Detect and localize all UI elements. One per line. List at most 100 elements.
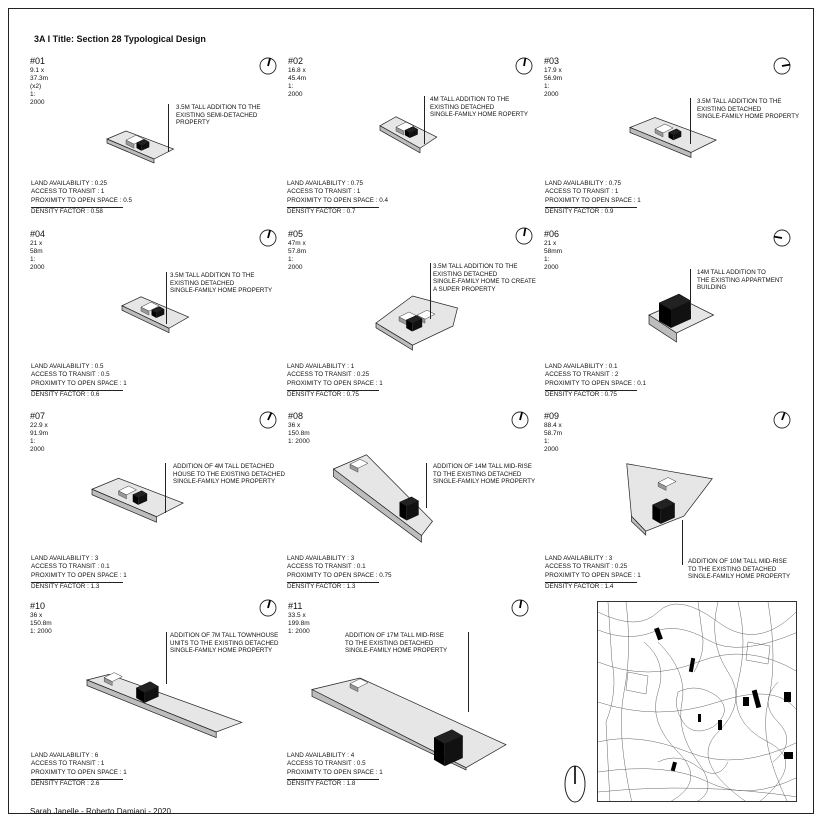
access-to-transit: ACCESS TO TRANSIT : 2: [545, 371, 619, 379]
compass-icon: [259, 599, 277, 617]
annotation-leader: [682, 520, 683, 565]
density-metrics: LAND AVAILABILITY : 3 ACCESS TO TRANSIT …: [31, 555, 127, 592]
access-to-transit: ACCESS TO TRANSIT : 0.5: [31, 371, 110, 379]
isometric-site-model: [106, 130, 175, 164]
density-factor: DENSITY FACTOR : 0.58: [31, 208, 103, 216]
proximity-to-open-space: PROXIMITY TO OPEN SPACE : 1: [31, 571, 127, 579]
annotation-leader: [426, 463, 427, 508]
metrics-rule: [31, 390, 123, 392]
metrics-rule: [31, 779, 123, 781]
density-metrics: LAND AVAILABILITY : 4 ACCESS TO TRANSIT …: [287, 752, 383, 789]
isometric-site-model: [648, 293, 715, 343]
panel-id: #03: [544, 56, 560, 66]
density-factor: DENSITY FACTOR : 0.9: [545, 208, 614, 216]
annotation-leader: [430, 263, 431, 319]
annotation-leader: [166, 272, 167, 324]
access-to-transit: ACCESS TO TRANSIT : 1: [31, 760, 105, 768]
proximity-to-open-space: PROXIMITY TO OPEN SPACE : 1: [545, 571, 641, 579]
density-metrics: LAND AVAILABILITY : 0.25 ACCESS TO TRANS…: [31, 180, 132, 217]
density-factor: DENSITY FACTOR : 0.7: [287, 208, 356, 216]
compass-icon: [515, 227, 533, 245]
land-availability: LAND AVAILABILITY : 0.25: [31, 180, 107, 187]
land-availability: LAND AVAILABILITY : 3: [31, 555, 99, 562]
proximity-to-open-space: PROXIMITY TO OPEN SPACE : 0.5: [31, 196, 133, 204]
compass-icon: [259, 57, 277, 75]
metrics-rule: [545, 390, 637, 392]
land-availability: LAND AVAILABILITY : 0.75: [287, 180, 363, 187]
annotation-leader: [468, 632, 469, 712]
panel-id: #10: [30, 601, 46, 611]
panel-id: #11: [288, 601, 303, 611]
density-factor: DENSITY FACTOR : 0.6: [31, 391, 100, 399]
density-factor: DENSITY FACTOR : 1.3: [31, 583, 100, 591]
panel-id: #01: [30, 56, 46, 66]
isometric-site-model: [85, 672, 243, 739]
land-availability: LAND AVAILABILITY : 0.5: [31, 363, 104, 370]
density-factor: DENSITY FACTOR : 2.6: [31, 780, 100, 788]
compass-icon: [259, 411, 277, 429]
access-to-transit: ACCESS TO TRANSIT : 0.1: [31, 563, 110, 571]
land-availability: LAND AVAILABILITY : 6: [31, 752, 99, 759]
isometric-site-model: [91, 477, 184, 523]
panel-dimensions: 9.1 x 37.3m (x2)1: 2000: [30, 67, 49, 106]
panel-id: #09: [544, 411, 560, 421]
density-metrics: LAND AVAILABILITY : 0.75 ACCESS TO TRANS…: [545, 180, 641, 217]
access-to-transit: ACCESS TO TRANSIT : 1: [545, 188, 619, 196]
density-metrics: LAND AVAILABILITY : 6 ACCESS TO TRANSIT …: [31, 752, 127, 789]
compass-icon: [773, 229, 791, 247]
metrics-rule: [287, 779, 379, 781]
metrics-rule: [545, 582, 637, 584]
metrics-rule: [545, 207, 637, 209]
access-to-transit: ACCESS TO TRANSIT : 0.5: [287, 760, 366, 768]
context-map-drawing: [598, 602, 796, 801]
compass-icon: [511, 411, 529, 429]
access-to-transit: ACCESS TO TRANSIT : 0.1: [287, 563, 366, 571]
density-factor: DENSITY FACTOR : 1.3: [287, 583, 356, 591]
proximity-to-open-space: PROXIMITY TO OPEN SPACE : 1: [31, 379, 127, 387]
land-availability: LAND AVAILABILITY : 4: [287, 752, 355, 759]
proximity-to-open-space: PROXIMITY TO OPEN SPACE : 1: [287, 379, 383, 387]
proximity-to-open-space: PROXIMITY TO OPEN SPACE : 0.75: [287, 571, 392, 579]
compass-icon: [515, 57, 533, 75]
sheet-frame: [8, 8, 814, 814]
panel-id: #02: [288, 56, 304, 66]
metrics-rule: [31, 582, 123, 584]
density-factor: DENSITY FACTOR : 0.75: [545, 391, 617, 399]
compass-icon: [259, 229, 277, 247]
annotation-leader: [690, 98, 691, 144]
density-metrics: LAND AVAILABILITY : 3 ACCESS TO TRANSIT …: [545, 555, 641, 592]
proximity-to-open-space: PROXIMITY TO OPEN SPACE : 1: [545, 196, 641, 204]
density-metrics: LAND AVAILABILITY : 0.1 ACCESS TO TRANSI…: [545, 363, 646, 400]
metrics-rule: [287, 207, 379, 209]
annotation-leader: [166, 632, 167, 684]
density-factor: DENSITY FACTOR : 1.8: [287, 780, 356, 788]
density-metrics: LAND AVAILABILITY : 0.75 ACCESS TO TRANS…: [287, 180, 388, 217]
metrics-rule: [31, 207, 123, 209]
panel-id: #08: [288, 411, 304, 421]
proximity-to-open-space: PROXIMITY TO OPEN SPACE : 0.4: [287, 196, 389, 204]
land-availability: LAND AVAILABILITY : 1: [287, 363, 355, 370]
land-availability: LAND AVAILABILITY : 0.1: [545, 363, 618, 370]
north-compass: [564, 765, 586, 803]
isometric-site-model: [629, 117, 718, 159]
proximity-to-open-space: PROXIMITY TO OPEN SPACE : 0.1: [545, 379, 647, 387]
isometric-site-model: [121, 296, 190, 334]
annotation-leader: [424, 96, 425, 144]
panel-id: #05: [288, 229, 304, 239]
